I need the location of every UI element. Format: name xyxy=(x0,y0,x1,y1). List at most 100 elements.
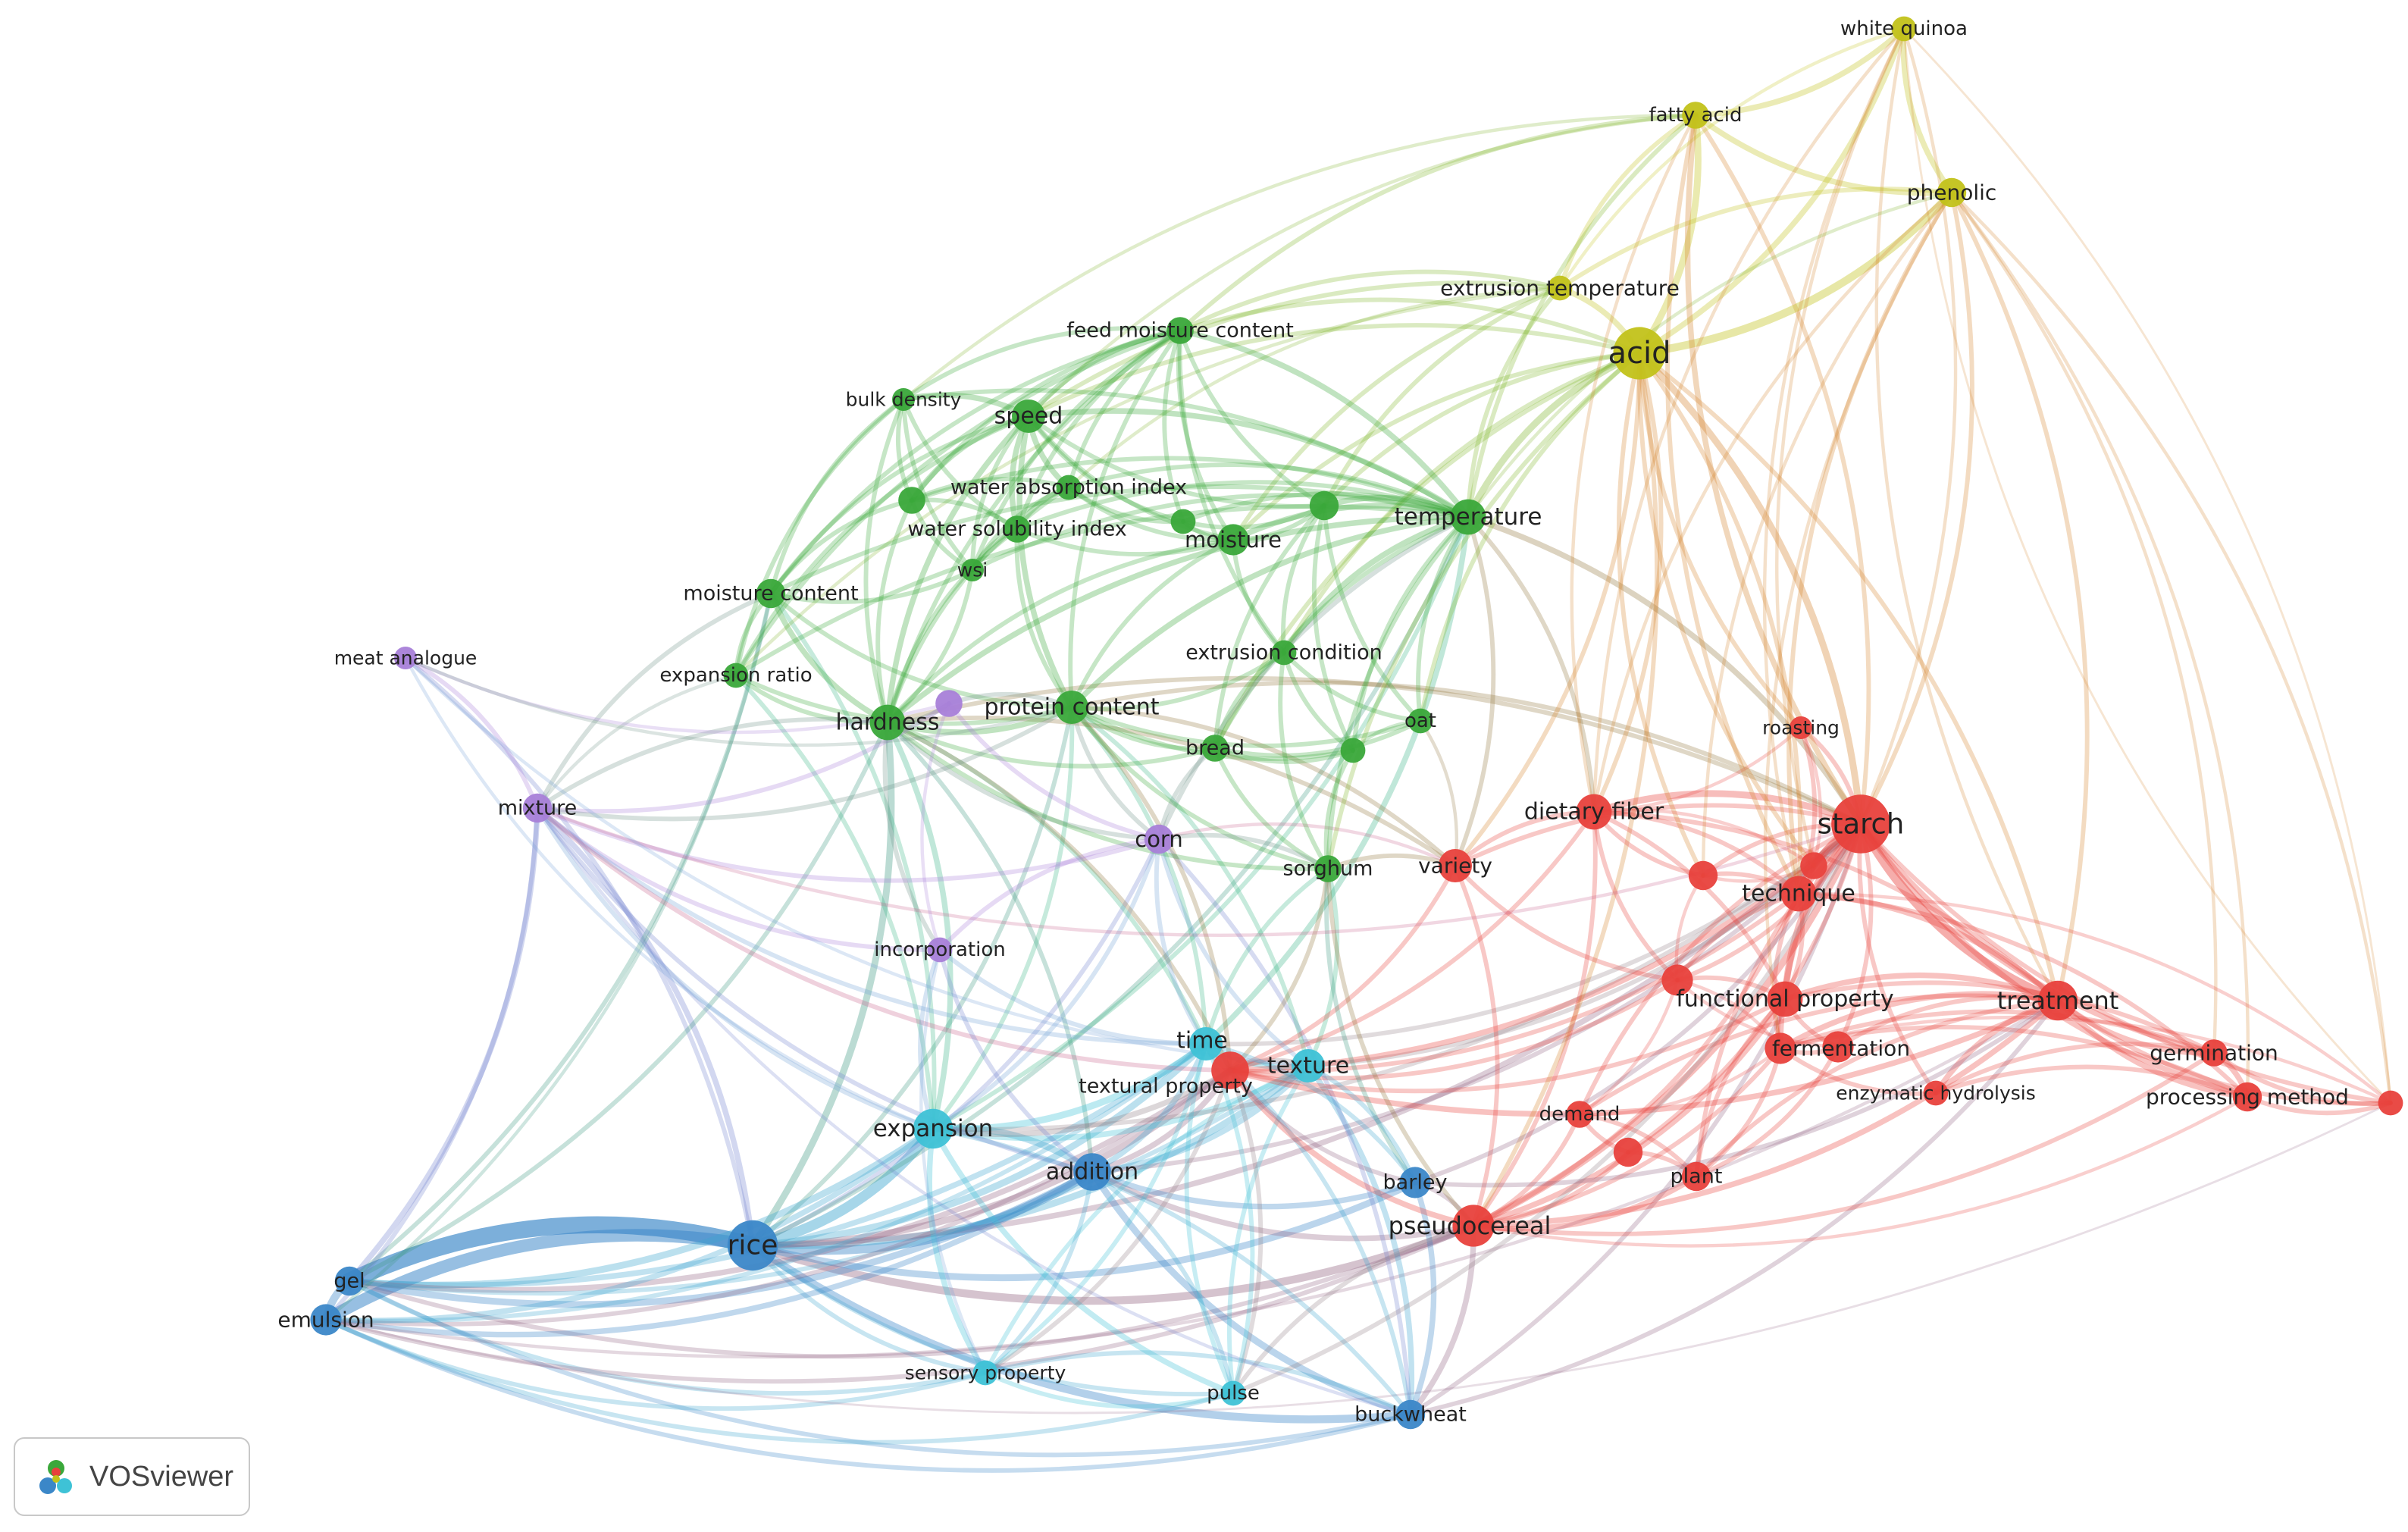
node-treatment[interactable] xyxy=(2037,980,2078,1021)
node-germination[interactable] xyxy=(2200,1039,2228,1067)
node-p1[interactable] xyxy=(935,690,963,717)
edge-acid--fatty-acid xyxy=(1636,111,1702,357)
edge-addition--buckwheat xyxy=(1088,1168,1414,1418)
node-variety[interactable] xyxy=(1439,849,1472,882)
node-texture[interactable] xyxy=(1292,1049,1325,1082)
node-rice[interactable] xyxy=(727,1220,778,1271)
node-roasting[interactable] xyxy=(1790,716,1812,739)
node-hardness[interactable] xyxy=(869,704,906,741)
node-textural-property[interactable] xyxy=(1211,1051,1249,1089)
node-r6[interactable] xyxy=(1613,1137,1643,1167)
node-pseudocereal[interactable] xyxy=(1452,1205,1495,1247)
node-dietary-fiber[interactable] xyxy=(1576,794,1612,830)
node-demand[interactable] xyxy=(1566,1101,1593,1128)
node-barley[interactable] xyxy=(1399,1167,1431,1198)
edge-mixture--buckwheat xyxy=(535,806,1413,1417)
node-expansion-ratio[interactable] xyxy=(723,663,749,688)
node-fermentation[interactable] xyxy=(1765,1032,1796,1064)
node-incorporation[interactable] xyxy=(927,937,953,963)
node-moisture-content[interactable] xyxy=(756,578,786,609)
edge-mixture--corn xyxy=(535,806,1161,883)
node-water-solubility-index[interactable] xyxy=(1004,515,1031,543)
node-r3[interactable] xyxy=(1661,964,1693,996)
edge-pulse--textural-property xyxy=(1228,1068,1263,1396)
node-speed[interactable] xyxy=(1012,399,1045,433)
node-sorghum[interactable] xyxy=(1314,855,1342,882)
node-g4[interactable] xyxy=(1340,738,1366,763)
node-bulk-density[interactable] xyxy=(892,388,915,411)
node-label-textural-property: textural property xyxy=(1079,1075,1253,1098)
node-protein-content[interactable] xyxy=(1055,691,1088,724)
node-extrusion-condition[interactable] xyxy=(1271,640,1297,666)
edge-pseudocereal--starch xyxy=(1470,820,1865,1230)
node-mixture[interactable] xyxy=(522,793,553,823)
node-r1[interactable] xyxy=(1688,860,1718,891)
node-r4[interactable] xyxy=(1822,1031,1854,1063)
node-processing-method[interactable] xyxy=(2232,1082,2262,1112)
node-r5[interactable] xyxy=(2378,1090,2403,1116)
node-corn[interactable] xyxy=(1144,824,1174,854)
edge-starch--enzymatic-hydrolysis xyxy=(1857,822,1938,1095)
node-functional-property[interactable] xyxy=(1767,981,1803,1017)
edge-rice--pseudocereal xyxy=(748,1221,1478,1305)
edge-variety--protein-content xyxy=(1069,705,1458,868)
edge-rice--hardness xyxy=(749,719,895,1249)
node-acid[interactable] xyxy=(1613,327,1666,380)
edge-white-quinoa--technique xyxy=(1762,27,1906,896)
edge-textural-property--pseudocereal xyxy=(1227,1067,1476,1229)
node-addition[interactable] xyxy=(1073,1153,1111,1191)
node-starch[interactable] xyxy=(1831,794,1890,854)
node-label-plant: plant xyxy=(1671,1165,1723,1189)
node-label-emulsion: emulsion xyxy=(277,1308,374,1333)
edge-temperature--protein-content xyxy=(1069,514,1471,710)
edge-acid--sorghum xyxy=(1326,351,1642,871)
node-bread[interactable] xyxy=(1201,735,1229,762)
node-fatty-acid[interactable] xyxy=(1682,102,1709,129)
edge-processing-method--enzymatic-hydrolysis xyxy=(1934,1064,2250,1099)
edge-demand--fermentation xyxy=(1577,1046,1783,1117)
edge-expansion--moisture-content xyxy=(769,591,937,1131)
node-phenolic[interactable] xyxy=(1937,177,1967,208)
node-r2[interactable] xyxy=(1800,852,1827,879)
edge-addition--starch xyxy=(1090,822,1863,1174)
node-label-functional-property: functional property xyxy=(1676,986,1893,1013)
edge-water-solubility-index--moisture xyxy=(1015,527,1235,557)
node-label-bulk-density: bulk density xyxy=(846,389,962,411)
node-sensory-property[interactable] xyxy=(972,1360,998,1386)
node-enzymatic-hydrolysis[interactable] xyxy=(1923,1080,1949,1106)
edge-expansion--starch xyxy=(931,822,1863,1132)
node-oat[interactable] xyxy=(1408,708,1433,734)
node-extrusion-temperature[interactable] xyxy=(1547,275,1573,301)
node-white-quinoa[interactable] xyxy=(1891,16,1917,42)
vosviewer-badge[interactable]: VOSviewer xyxy=(14,1437,250,1516)
edge-starch--processing-method xyxy=(1858,821,2250,1100)
node-expansion[interactable] xyxy=(913,1108,953,1149)
edge-gel--buckwheat xyxy=(347,1279,1413,1458)
node-g2[interactable] xyxy=(1170,509,1196,534)
edge-plant--demand xyxy=(1577,1112,1699,1179)
node-meat-analogue[interactable] xyxy=(394,647,417,669)
node-emulsion[interactable] xyxy=(310,1304,342,1336)
node-g3[interactable] xyxy=(1309,490,1339,521)
edge-fatty-acid--phenolic xyxy=(1692,112,1955,196)
node-wsi[interactable] xyxy=(961,559,984,581)
edge-expansion--sensory-property xyxy=(926,1126,988,1376)
node-temperature[interactable] xyxy=(1450,499,1486,535)
node-moisture[interactable] xyxy=(1217,524,1249,556)
node-technique[interactable] xyxy=(1780,876,1817,912)
node-g1[interactable] xyxy=(898,487,925,514)
edge-gel--expansion xyxy=(346,1125,937,1289)
node-time[interactable] xyxy=(1189,1027,1223,1060)
node-gel[interactable] xyxy=(334,1266,365,1296)
edge-pseudocereal--germination xyxy=(1471,1051,2216,1236)
node-label-moisture: moisture xyxy=(1185,527,1282,553)
node-plant[interactable] xyxy=(1681,1161,1711,1192)
node-buckwheat[interactable] xyxy=(1395,1399,1426,1430)
node-feed-moisture-content[interactable] xyxy=(1166,317,1194,344)
node-water-absorption-index[interactable] xyxy=(1056,475,1082,500)
node-pulse[interactable] xyxy=(1220,1380,1246,1406)
edge-extrusion-temperature--temperature xyxy=(1466,286,1562,519)
edge-buckwheat--texture xyxy=(1305,1063,1415,1418)
node-label-dietary-fiber: dietary fiber xyxy=(1524,799,1664,826)
edge-emulsion--mixture xyxy=(324,806,540,1322)
